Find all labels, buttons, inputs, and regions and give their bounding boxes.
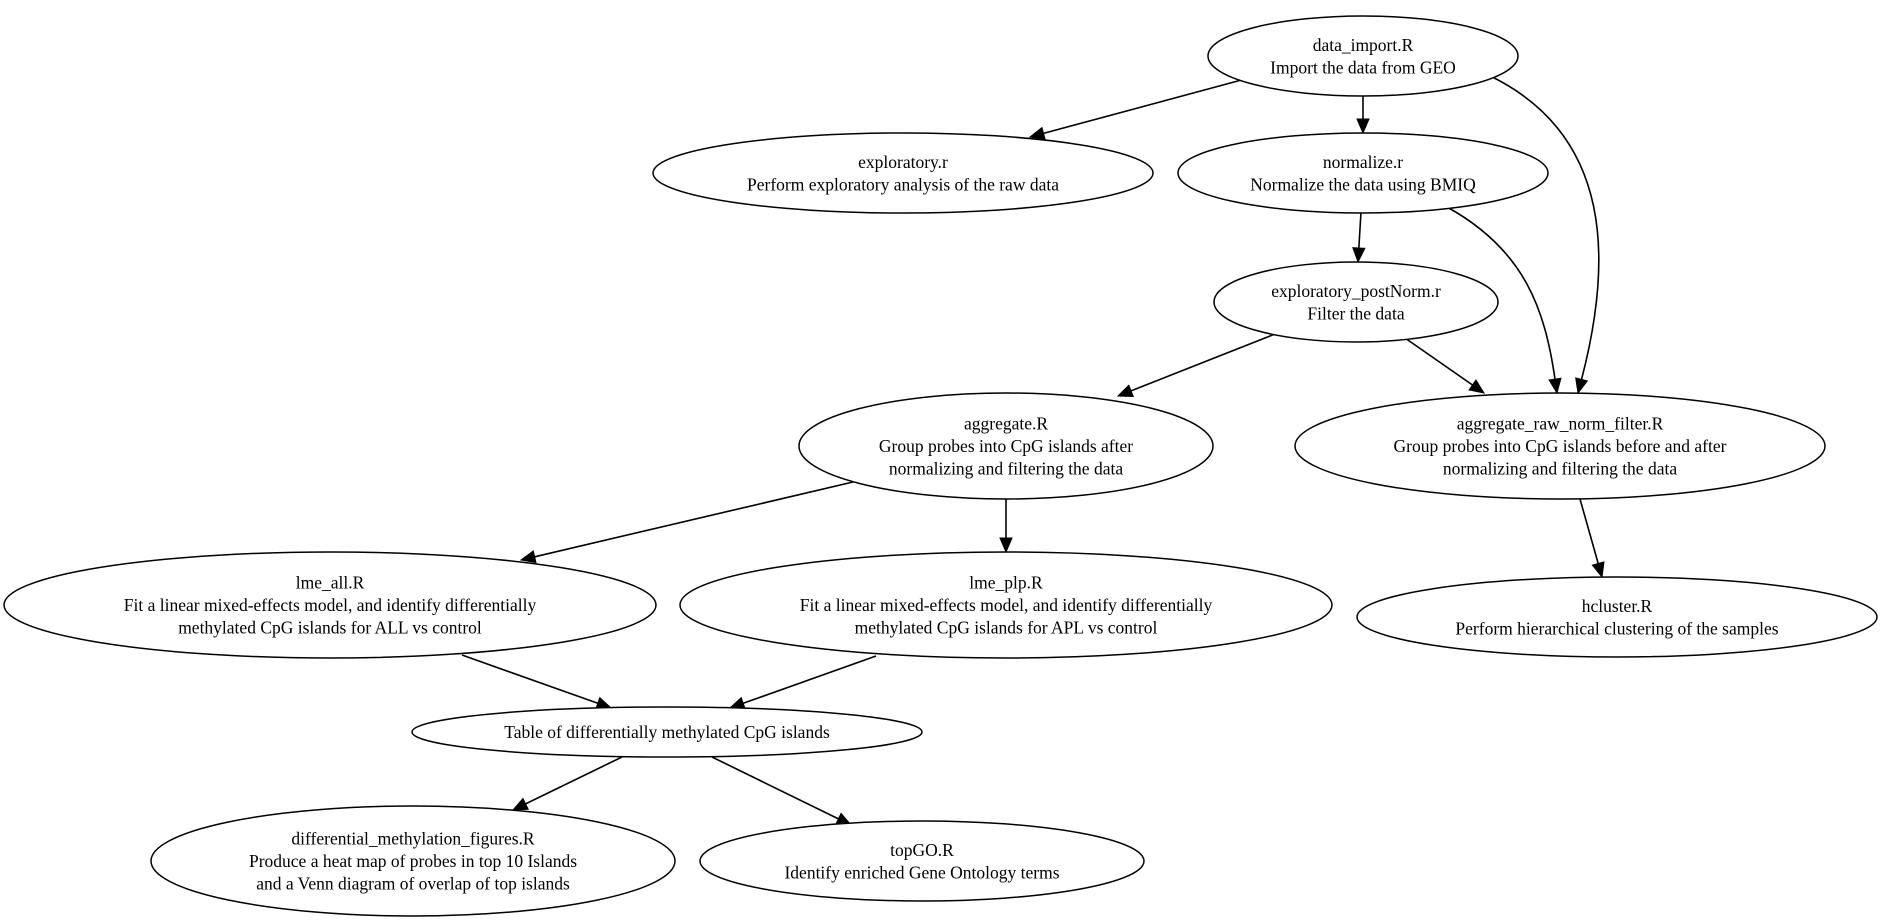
- node-title: lme_all.R: [296, 573, 365, 593]
- node-title: topGO.R: [890, 840, 954, 860]
- node-title: exploratory.r: [858, 152, 948, 172]
- edge-lme_plp-to-table: [728, 655, 877, 710]
- arrowhead-icon: [1116, 384, 1134, 397]
- node-description: Group probes into CpG islands after: [879, 436, 1133, 456]
- arrowhead-icon: [519, 550, 537, 564]
- node-description: Fit a linear mixed-effects model, and id…: [800, 595, 1213, 615]
- node-ellipse: [1294, 392, 1826, 500]
- edge-table-to-diff_figures: [511, 756, 623, 811]
- arrowhead-icon: [1028, 126, 1046, 140]
- edge-line: [525, 756, 623, 805]
- edge-aggregate-to-lme_all: [519, 481, 854, 564]
- edge-exploratory_postNorm-to-aggregate_raw_norm_filter: [1404, 337, 1486, 394]
- node-title: aggregate_raw_norm_filter.R: [1457, 414, 1664, 434]
- node-description: Normalize the data using BMIQ: [1250, 174, 1476, 194]
- edge-line: [1446, 206, 1556, 380]
- arrowhead-icon: [1548, 377, 1562, 395]
- edge-aggregate_raw_norm_filter-to-hcluster: [1579, 498, 1605, 579]
- node-description: Produce a heat map of probes in top 10 I…: [249, 851, 577, 871]
- node-ellipse: [411, 706, 923, 758]
- edge-line: [711, 756, 839, 820]
- edge-line: [461, 654, 599, 705]
- node-description: normalizing and filtering the data: [889, 459, 1123, 479]
- edge-normalize-to-exploratory_postNorm: [1352, 211, 1366, 264]
- node-ellipse: [1213, 261, 1499, 343]
- node-description: Identify enriched Gene Ontology terms: [784, 862, 1059, 882]
- arrowhead-icon: [1352, 247, 1366, 264]
- edge-data_import-to-exploratory: [1028, 74, 1261, 140]
- node-description: methylated CpG islands for APL vs contro…: [855, 618, 1158, 638]
- edge-normalize-to-aggregate_raw_norm_filter: [1446, 206, 1562, 395]
- node-title: normalize.r: [1323, 152, 1403, 172]
- node-description: Fit a linear mixed-effects model, and id…: [124, 595, 537, 615]
- node-description: and a Venn diagram of overlap of top isl…: [256, 874, 570, 894]
- edge-line: [534, 481, 854, 558]
- node-title: Table of differentially methylated CpG i…: [504, 722, 830, 742]
- edges-layer: [461, 69, 1605, 826]
- node-ellipse: [699, 820, 1145, 902]
- node-ellipse: [652, 132, 1154, 214]
- edge-data_import-to-aggregate_raw_norm_filter: [1476, 69, 1600, 395]
- node-description: Group probes into CpG islands before and…: [1394, 436, 1727, 456]
- arrowhead-icon: [1591, 561, 1605, 579]
- node-title: data_import.R: [1313, 35, 1414, 55]
- edge-line: [1579, 498, 1599, 564]
- edge-line: [1043, 74, 1261, 135]
- edge-exploratory_postNorm-to-aggregate: [1116, 333, 1276, 397]
- edge-line: [742, 655, 877, 705]
- node-table: Table of differentially methylated CpG i…: [411, 706, 923, 758]
- arrowhead-icon: [511, 797, 529, 811]
- node-description: Perform exploratory analysis of the raw …: [747, 174, 1059, 194]
- arrowhead-icon: [1356, 118, 1370, 135]
- node-description: Import the data from GEO: [1270, 57, 1456, 77]
- node-ellipse: [679, 551, 1333, 659]
- arrowhead-icon: [1468, 379, 1486, 394]
- node-title: aggregate.R: [964, 414, 1048, 434]
- node-description: methylated CpG islands for ALL vs contro…: [178, 618, 482, 638]
- edge-lme_all-to-table: [461, 654, 613, 710]
- node-description: Perform hierarchical clustering of the s…: [1455, 618, 1778, 638]
- edge-line: [1358, 211, 1362, 249]
- edge-table-to-topGO: [711, 756, 853, 826]
- arrowhead-icon: [999, 537, 1013, 554]
- node-title: differential_methylation_figures.R: [291, 829, 534, 849]
- node-title: lme_plp.R: [969, 573, 1043, 593]
- node-description: normalizing and filtering the data: [1443, 459, 1677, 479]
- arrowhead-icon: [1575, 377, 1589, 395]
- node-ellipse: [3, 551, 657, 659]
- node-diff_figures: differential_methylation_figures.RProduc…: [150, 805, 676, 917]
- node-ellipse: [1356, 576, 1878, 658]
- edge-line: [1404, 337, 1473, 386]
- node-ellipse: [150, 805, 676, 917]
- node-title: hcluster.R: [1582, 596, 1653, 616]
- edge-line: [1476, 69, 1600, 380]
- node-description: Filter the data: [1307, 303, 1404, 323]
- node-ellipse: [798, 392, 1214, 500]
- node-title: exploratory_postNorm.r: [1271, 281, 1441, 301]
- edge-aggregate-to-lme_plp: [999, 499, 1013, 554]
- node-ellipse: [1177, 132, 1549, 214]
- node-ellipse: [1207, 15, 1519, 97]
- edge-line: [1130, 333, 1276, 392]
